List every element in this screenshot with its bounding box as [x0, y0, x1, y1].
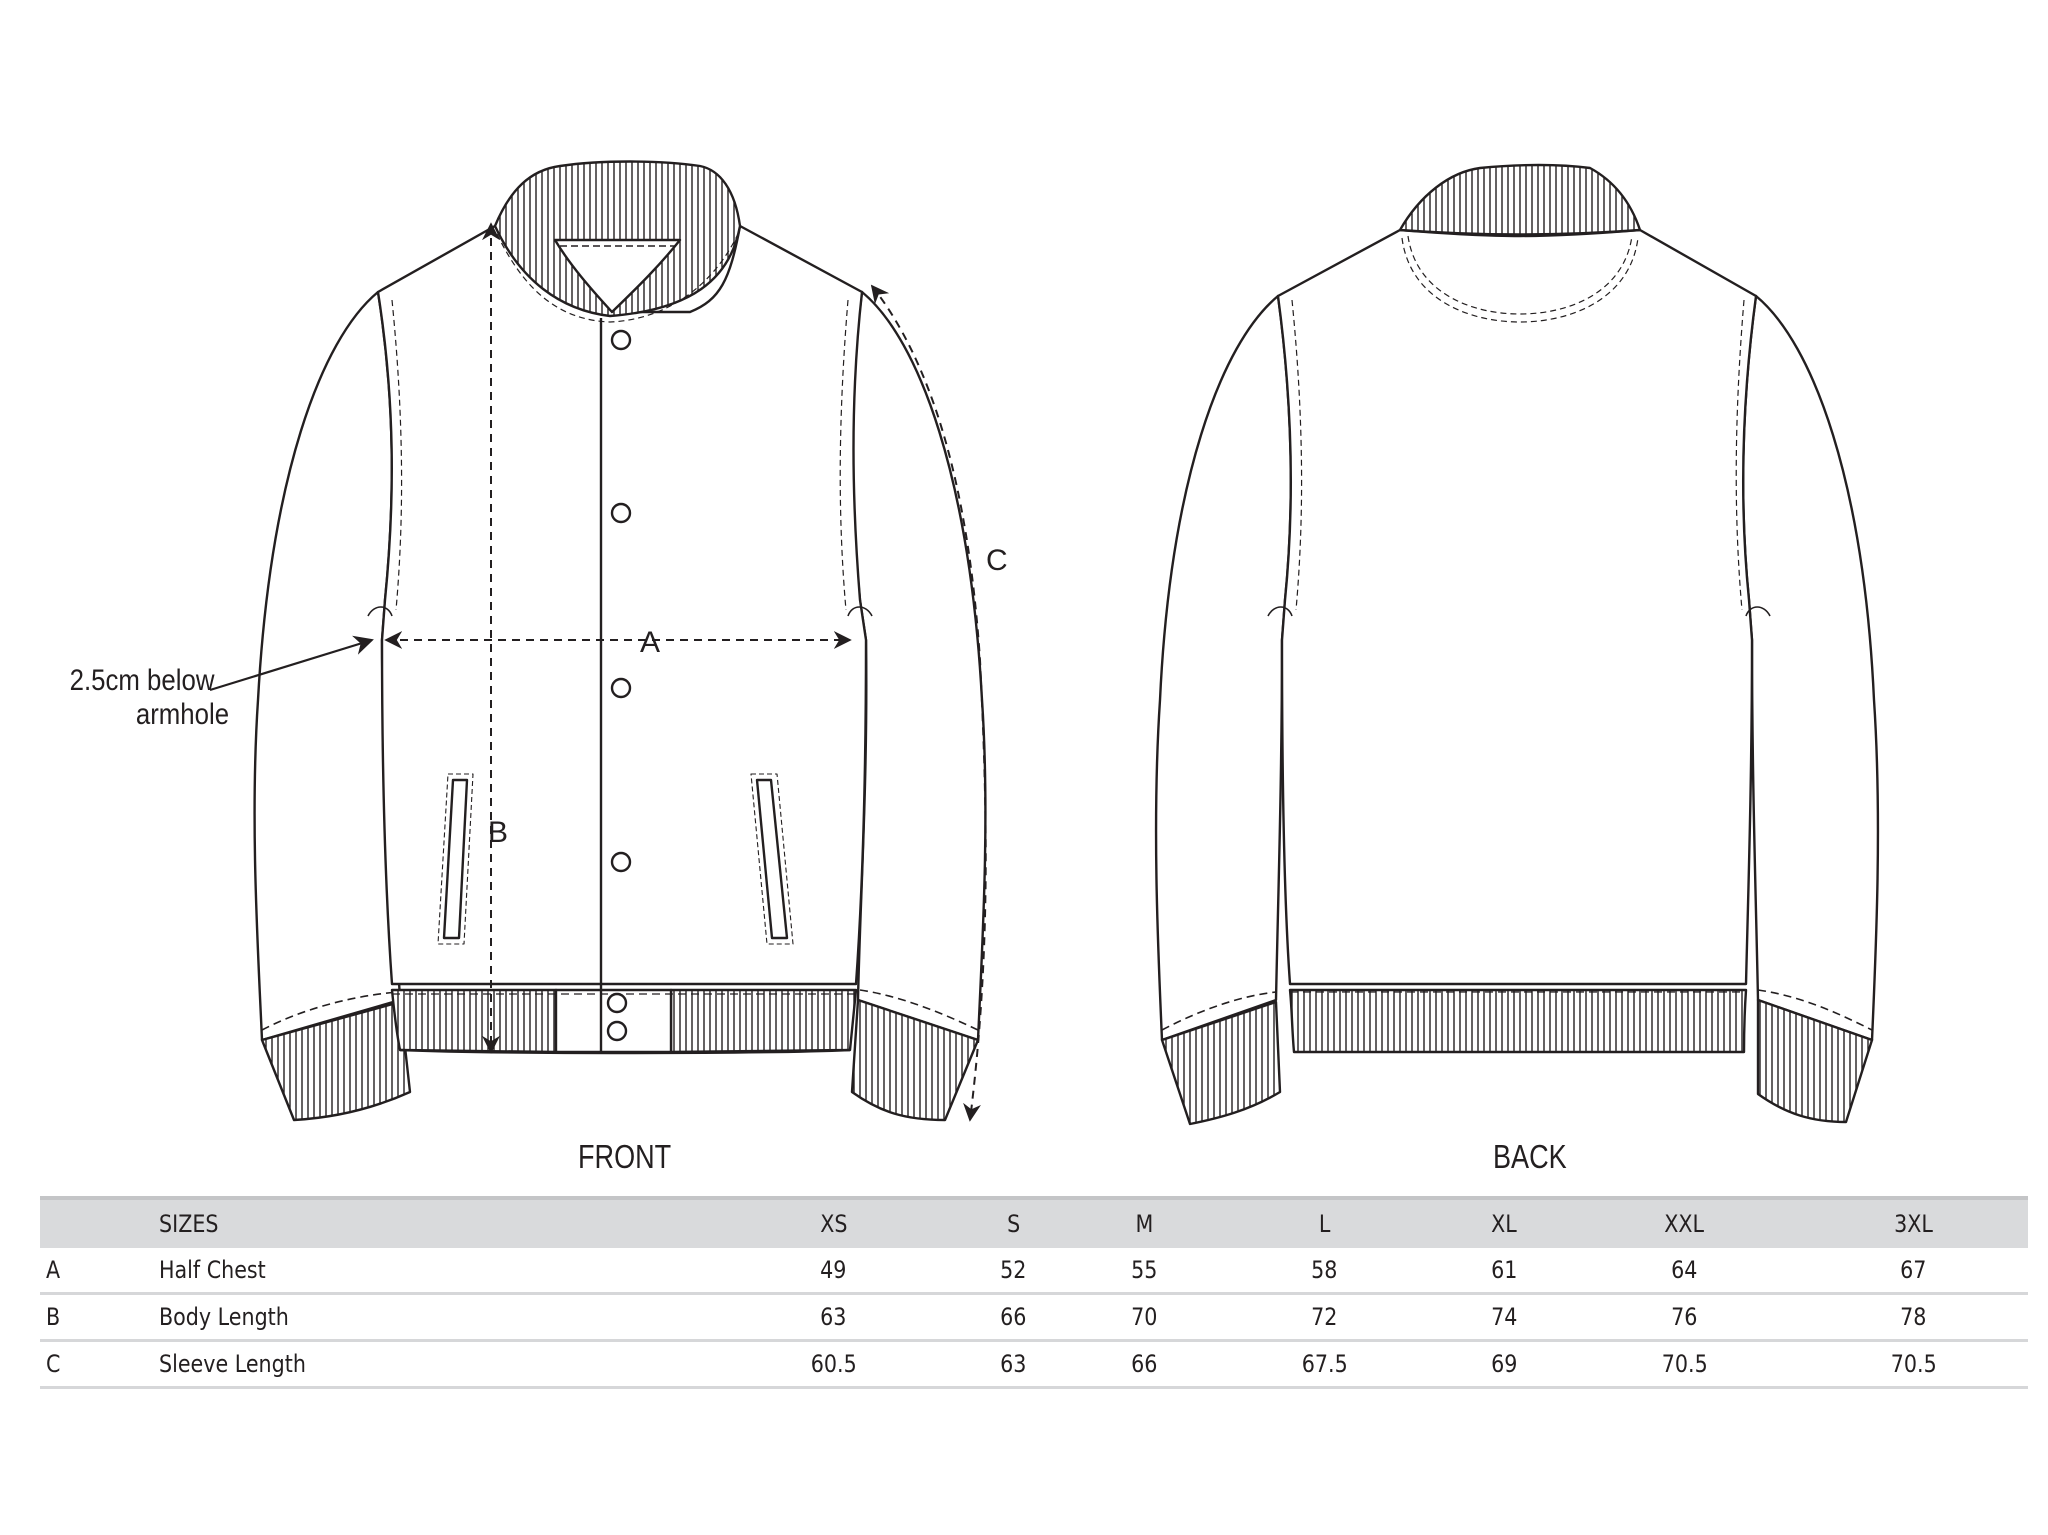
- front-waistband-left: [390, 988, 558, 1054]
- front-body: [376, 224, 868, 986]
- cell-value: 70.5: [1661, 1350, 1708, 1378]
- armhole-note-line2: armhole: [136, 697, 229, 730]
- cell-value: 67.5: [1301, 1350, 1348, 1378]
- back-left-cuff: [1160, 1000, 1282, 1126]
- button: [606, 992, 628, 1014]
- back-right-sleeve: [1741, 294, 1880, 1042]
- cell-value: 78: [1900, 1303, 1927, 1331]
- cell-value: 58: [1311, 1256, 1338, 1284]
- table-row: A Half Chest 49 52 55 58 61 64 67: [40, 1248, 2028, 1294]
- cell-value: 67: [1900, 1256, 1927, 1284]
- header-size-xxl: XXL: [1664, 1210, 1705, 1238]
- cell-value: 63: [820, 1303, 847, 1331]
- cell-value: 76: [1671, 1303, 1698, 1331]
- cell-value: 70: [1131, 1303, 1158, 1331]
- back-body: [1276, 228, 1758, 986]
- size-header-row: SIZES XS S M L XL XXL 3XL: [40, 1198, 2028, 1248]
- cell-value: 70.5: [1890, 1350, 1937, 1378]
- annotation-text: 2.5cm below armhole A B C: [70, 544, 1008, 849]
- size-chart-table: SIZES XS S M L XL XXL 3XL A Half Chest 4…: [40, 1196, 2028, 1389]
- cell-value: 63: [1000, 1350, 1027, 1378]
- cell-value: 66: [1131, 1350, 1158, 1378]
- cell-value: 60.5: [810, 1350, 857, 1378]
- button: [610, 851, 632, 873]
- header-size-l: L: [1318, 1210, 1331, 1238]
- front-view-label: FRONT: [578, 1138, 672, 1175]
- dim-c-label: C: [986, 544, 1008, 577]
- table-row: C Sleeve Length 60.5 63 66 67.5 69 70.5 …: [40, 1341, 2028, 1388]
- cell-value: 74: [1491, 1303, 1518, 1331]
- row-letter: B: [46, 1303, 61, 1331]
- row-measurement-name: Half Chest: [159, 1256, 266, 1284]
- back-left-sleeve: [1154, 294, 1293, 1042]
- front-right-pocket: [755, 778, 789, 940]
- dimension-lines: [384, 222, 987, 1122]
- armhole-leader-line: [209, 635, 374, 692]
- cell-value: 52: [1000, 1256, 1027, 1284]
- dim-c-line: [870, 284, 987, 1122]
- header-size-s: S: [1006, 1210, 1021, 1238]
- cell-value: 66: [1000, 1303, 1027, 1331]
- header-sizes-label: SIZES: [159, 1210, 219, 1238]
- dim-a-label: A: [640, 626, 660, 659]
- back-waistband: [1288, 988, 1748, 1054]
- cell-value: 72: [1311, 1303, 1338, 1331]
- row-measurement-name: Body Length: [159, 1303, 289, 1331]
- front-left-pocket: [442, 778, 469, 940]
- front-left-sleeve: [253, 290, 402, 1042]
- button: [610, 502, 632, 524]
- front-collar: [493, 160, 742, 318]
- back-jacket: [1154, 163, 1880, 1126]
- header-size-xs: XS: [819, 1210, 848, 1238]
- back-right-cuff: [1756, 998, 1874, 1124]
- front-waistband-right: [669, 988, 858, 1054]
- dim-b-label: B: [488, 816, 508, 849]
- cell-value: 49: [820, 1256, 847, 1284]
- button: [606, 1020, 628, 1042]
- row-measurement-name: Sleeve Length: [159, 1350, 306, 1378]
- neck-opening: [553, 238, 682, 314]
- button: [610, 329, 632, 351]
- back-collar: [1398, 163, 1642, 236]
- header-size-m: M: [1135, 1210, 1154, 1238]
- back-view-label: BACK: [1493, 1138, 1567, 1175]
- cell-value: 55: [1131, 1256, 1158, 1284]
- row-letter: A: [46, 1256, 61, 1284]
- header-letter-cell: [40, 1198, 159, 1248]
- armhole-note-line1: 2.5cm below: [70, 663, 216, 696]
- cell-value: 61: [1491, 1256, 1518, 1284]
- cell-value: 69: [1491, 1350, 1518, 1378]
- front-left-cuff: [260, 1000, 412, 1122]
- cell-value: 64: [1671, 1256, 1698, 1284]
- front-jacket: [253, 160, 987, 1122]
- table-row: B Body Length 63 66 70 72 74 76 78: [40, 1294, 2028, 1341]
- front-right-sleeve: [850, 290, 987, 1042]
- header-size-xl: XL: [1491, 1210, 1518, 1238]
- row-letter: C: [46, 1350, 61, 1378]
- header-size-3xl: 3XL: [1894, 1210, 1933, 1238]
- button: [610, 677, 632, 699]
